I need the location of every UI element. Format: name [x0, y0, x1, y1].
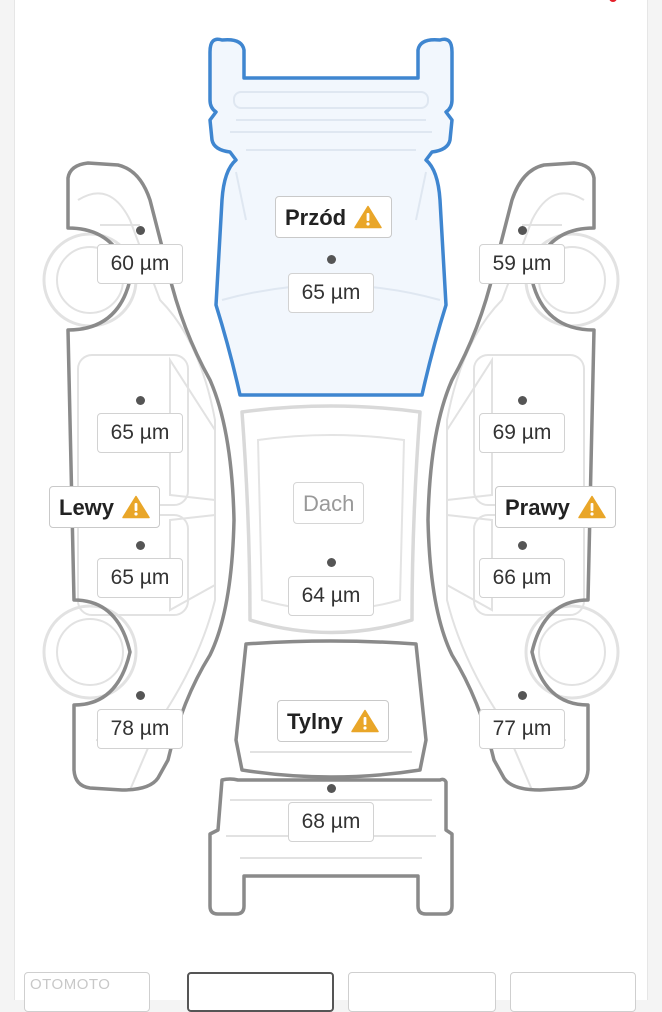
roof-label[interactable]: Dach	[293, 482, 365, 524]
front-measure[interactable]: 65 µm	[288, 273, 374, 313]
measure-point-dot	[135, 690, 145, 700]
rear-measure[interactable]: 68 µm	[288, 802, 374, 842]
measure-point-dot	[517, 225, 527, 235]
watermark: OTOMOTO	[30, 976, 111, 993]
tab-4[interactable]	[510, 972, 636, 1012]
measure-point-dot	[326, 783, 336, 793]
measure-point-dot	[135, 225, 145, 235]
left-measure-4[interactable]: 78 µm	[97, 709, 183, 749]
measure-point-dot	[326, 557, 336, 567]
tab-3[interactable]	[348, 972, 496, 1012]
left-label[interactable]: Lewy	[49, 486, 161, 528]
right-measure-3[interactable]: 66 µm	[479, 558, 565, 598]
warning-triangle-icon	[351, 709, 379, 733]
left-measure-1[interactable]: 60 µm	[97, 244, 183, 284]
left-measure-3[interactable]: 65 µm	[97, 558, 183, 598]
notification-dot	[609, 0, 617, 2]
warning-triangle-icon	[354, 205, 382, 229]
rear-label[interactable]: Tylny	[277, 700, 389, 742]
right-measure-2[interactable]: 69 µm	[479, 413, 565, 453]
front-label[interactable]: Przód	[275, 196, 393, 238]
left-measure-2[interactable]: 65 µm	[97, 413, 183, 453]
warning-triangle-icon	[578, 495, 606, 519]
right-measure-1[interactable]: 59 µm	[479, 244, 565, 284]
measure-point-dot	[135, 395, 145, 405]
tab-2[interactable]	[187, 972, 334, 1012]
measure-point-dot	[517, 540, 527, 550]
measure-point-dot	[517, 690, 527, 700]
right-label[interactable]: Prawy	[495, 486, 616, 528]
roof-measure[interactable]: 64 µm	[288, 576, 374, 616]
warning-triangle-icon	[122, 495, 150, 519]
measure-point-dot	[326, 254, 336, 264]
measure-point-dot	[517, 395, 527, 405]
rear-panel[interactable]	[208, 639, 454, 916]
measure-point-dot	[135, 540, 145, 550]
right-measure-4[interactable]: 77 µm	[479, 709, 565, 749]
